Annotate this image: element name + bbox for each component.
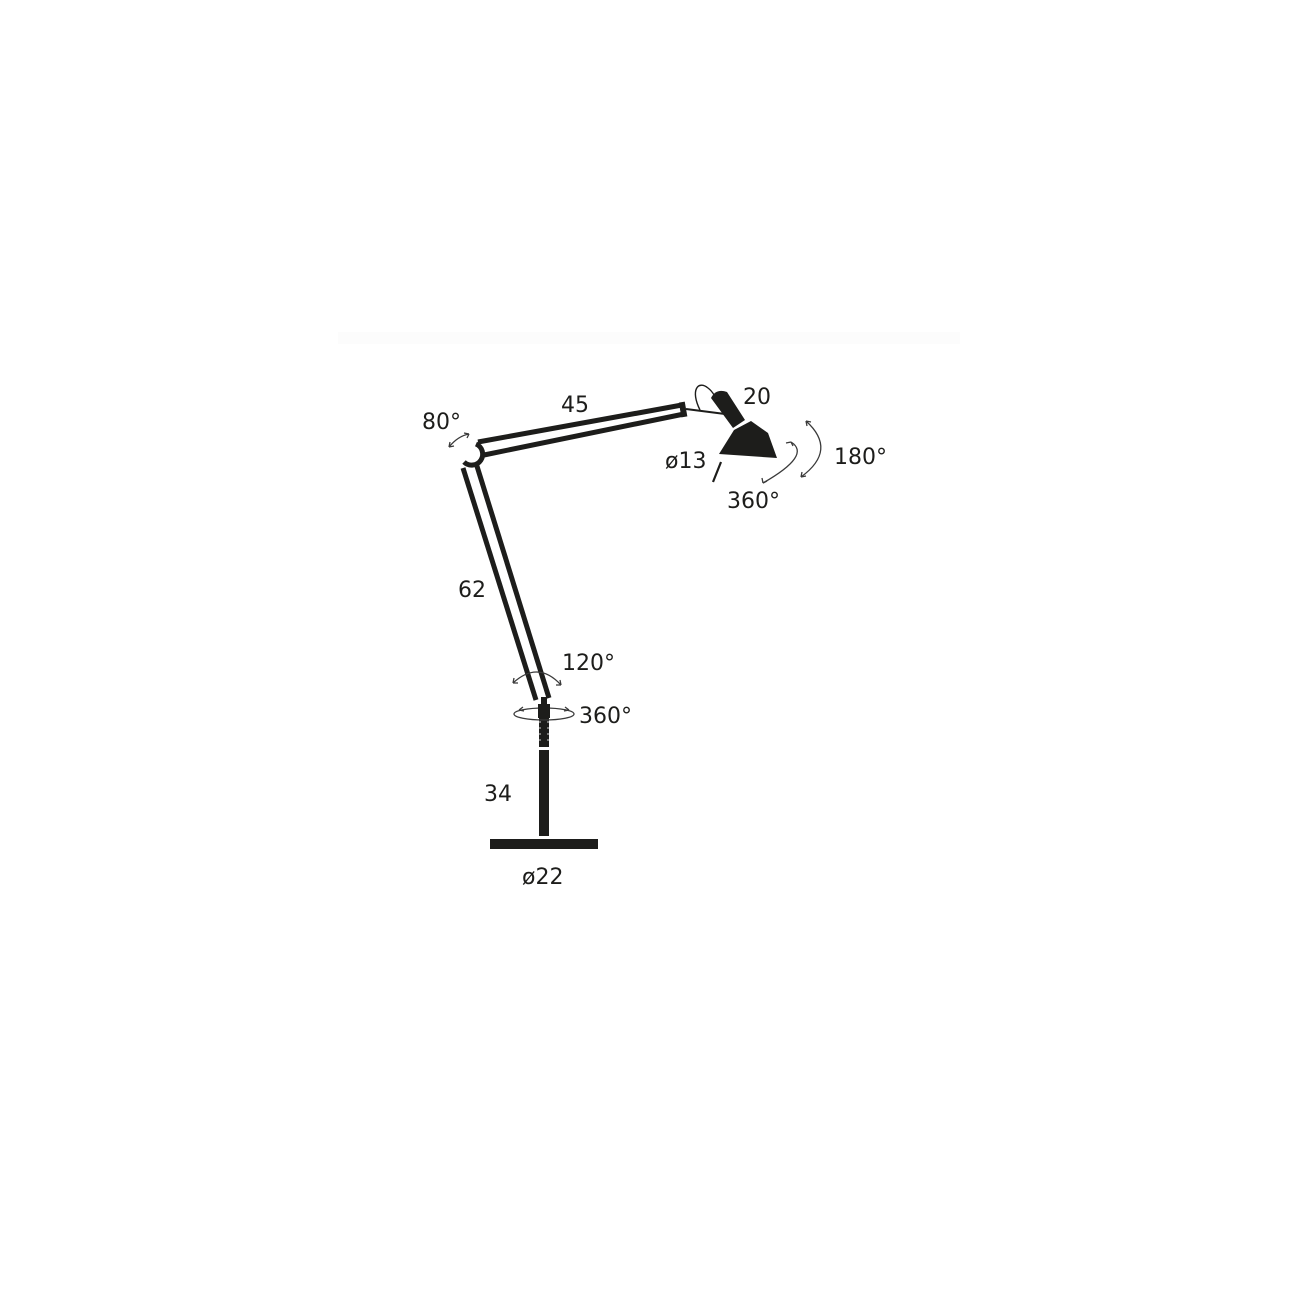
label-elbow-rotation: 80° bbox=[422, 410, 461, 435]
shade-connector bbox=[685, 408, 726, 415]
arrow-heads-elbow bbox=[448, 432, 470, 448]
shade-neck bbox=[711, 390, 745, 428]
label-base-diameter: ø22 bbox=[522, 865, 563, 890]
upper-arm-rail-top bbox=[477, 402, 683, 445]
label-shade-height: 20 bbox=[743, 385, 771, 410]
label-lower-arm-length: 62 bbox=[458, 578, 486, 603]
arrow-heads-stem-swivel bbox=[518, 706, 570, 712]
rotation-arrow-lower-joint bbox=[512, 671, 562, 686]
stem-swivel-collar bbox=[539, 704, 549, 747]
arrow-heads-shade-tilt bbox=[800, 420, 812, 478]
rotation-arrow-shade-tilt bbox=[800, 420, 822, 478]
label-shade-tilt: 180° bbox=[834, 445, 887, 470]
lamp-stem bbox=[539, 750, 549, 836]
lower-arm-rail-right bbox=[473, 462, 552, 699]
label-lower-joint-rotation: 120° bbox=[562, 651, 615, 676]
shade-diameter-marker bbox=[711, 461, 723, 483]
lower-arm-rail-left bbox=[460, 467, 539, 701]
arrow-heads-shade-swivel bbox=[761, 441, 794, 484]
stem-pivot-pin bbox=[541, 697, 547, 704]
faint-background-band bbox=[338, 332, 960, 344]
upper-arm-end-cap bbox=[678, 401, 688, 418]
label-stem-height: 34 bbox=[484, 782, 512, 807]
elbow-joint bbox=[462, 441, 486, 468]
rotation-arrow-elbow bbox=[448, 433, 470, 448]
label-stem-swivel: 360° bbox=[579, 704, 632, 729]
upper-arm-rail-bottom bbox=[483, 411, 685, 458]
lamp-base bbox=[490, 839, 598, 849]
lamp-shade bbox=[719, 421, 777, 458]
stem-collar-overlay bbox=[538, 704, 550, 718]
rotation-arrow-shade-swivel bbox=[762, 441, 798, 484]
label-upper-arm-length: 45 bbox=[561, 393, 589, 418]
label-shade-swivel: 360° bbox=[727, 489, 780, 514]
label-shade-diameter: ø13 bbox=[665, 449, 706, 474]
arrow-heads-lower-joint bbox=[512, 677, 562, 686]
